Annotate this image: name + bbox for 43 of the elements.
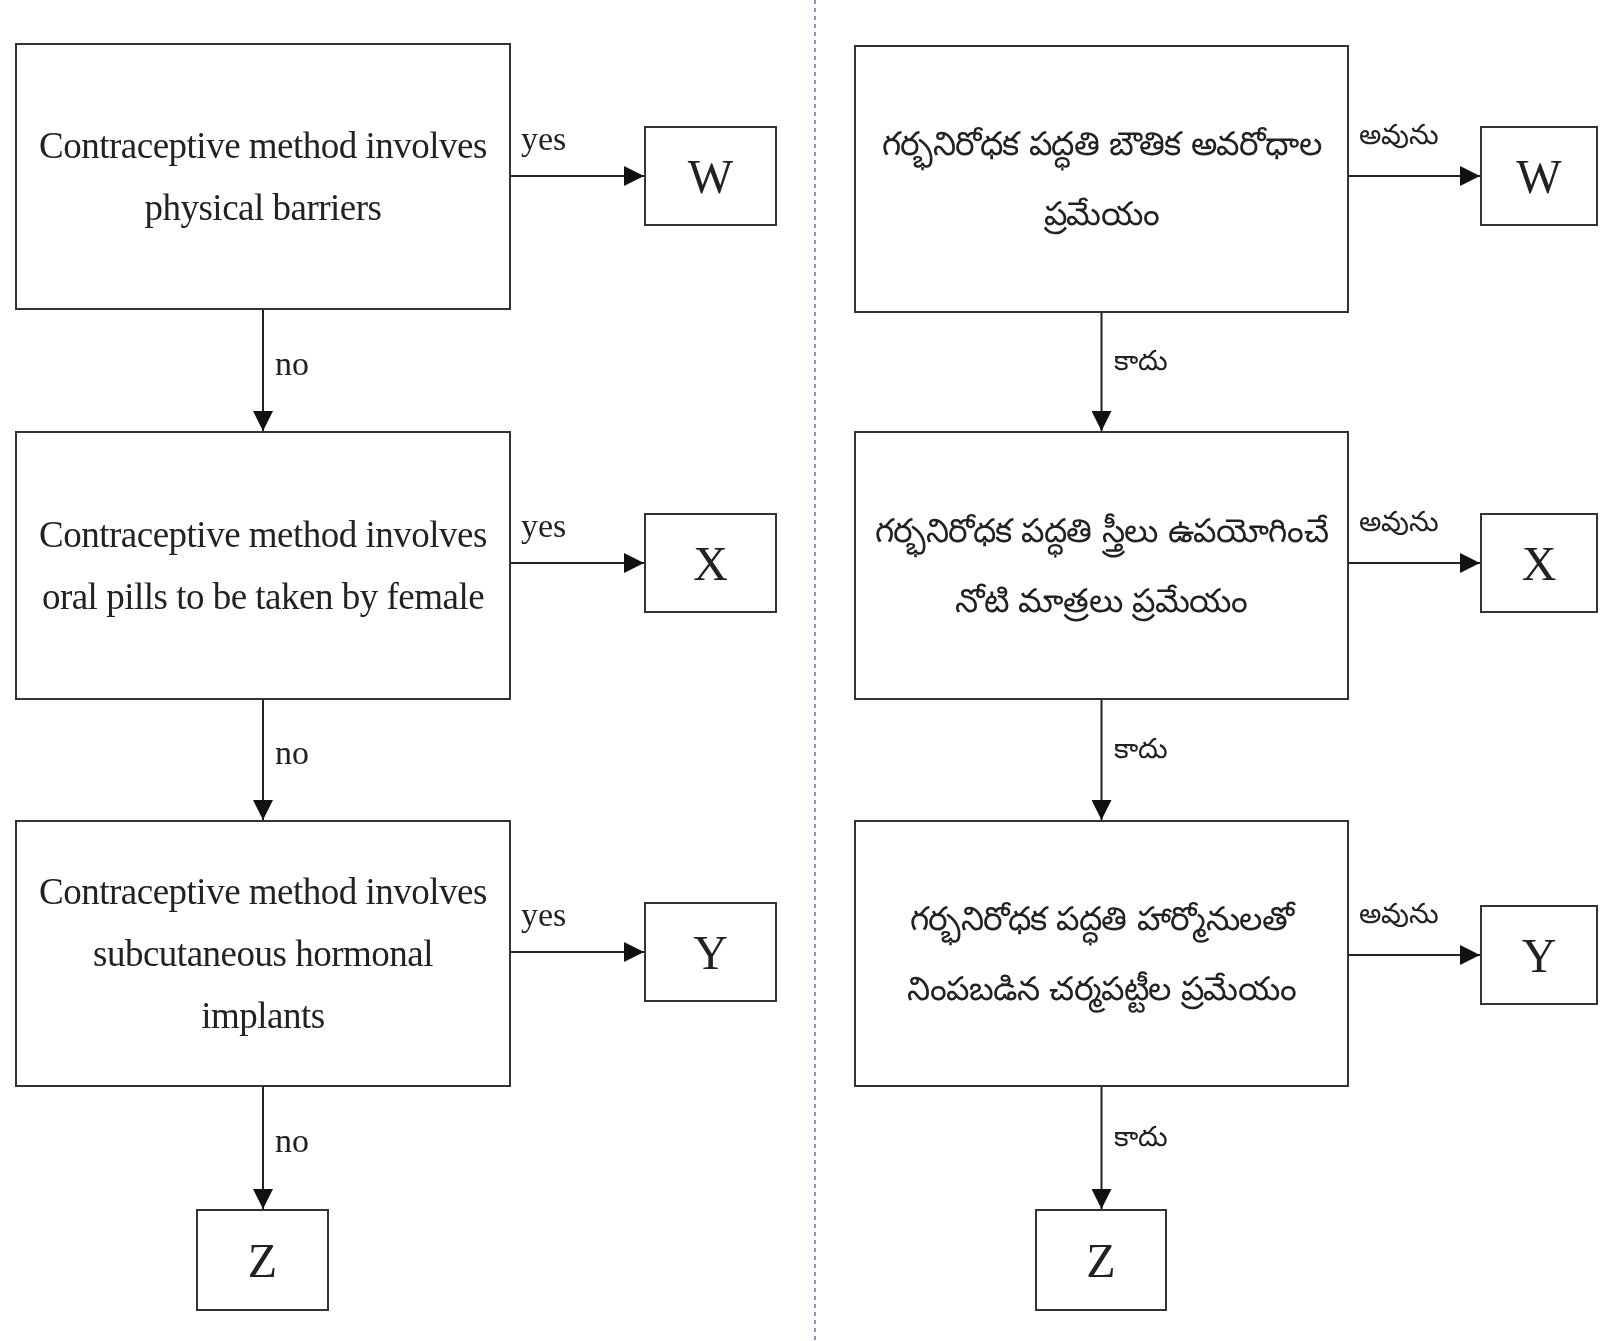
- arrow: [253, 1086, 273, 1210]
- outcome-letter: Y: [693, 924, 728, 980]
- arrow: [1348, 945, 1481, 965]
- outcome-letter: Y: [1521, 927, 1557, 983]
- arrow: [1091, 699, 1112, 821]
- edge-label: అవును: [1359, 120, 1439, 151]
- question-text: Contraceptive method involves subcutaneous hormonal implants: [38, 869, 488, 1038]
- outcome-box: [1035, 1209, 1167, 1311]
- arrow: [1091, 312, 1112, 432]
- outcome-letter: Z: [1086, 1232, 1116, 1288]
- arrow: [1348, 166, 1481, 186]
- outcome-box: [644, 902, 777, 1002]
- decision-box: [15, 43, 511, 310]
- question-text: గర్భనిరోధక పద్ధతి స్త్రీలు ఉపయోగించే నోటి మాత్రలు ప్రమేయం: [873, 509, 1330, 624]
- arrow: [253, 699, 273, 821]
- question-text: గర్భనిరోధక పద్ధతి హార్మోనులతో నింపబడిన చర్మపట్టీల ప్రమేయం: [856, 883, 1347, 1024]
- arrow: [253, 309, 273, 432]
- arrow: [1348, 553, 1481, 573]
- arrow: [510, 166, 645, 186]
- outcome-letter: W: [1516, 148, 1562, 204]
- decision-box: [15, 820, 511, 1087]
- outcome-box: [1480, 126, 1598, 226]
- edge-label: అవును: [1359, 899, 1439, 930]
- edge-label: అవును: [1359, 507, 1439, 538]
- decision-box: [15, 431, 511, 700]
- decision-box: [854, 431, 1349, 700]
- outcome-letter: Z: [247, 1232, 278, 1288]
- arrow: [510, 553, 645, 573]
- arrow: [510, 942, 645, 962]
- outcome-box: [644, 126, 777, 226]
- outcome-box: [644, 513, 777, 613]
- outcome-box: [1480, 905, 1598, 1005]
- arrow: [1091, 1086, 1112, 1210]
- outcome-box: [1480, 513, 1598, 613]
- outcome-box: [196, 1209, 329, 1311]
- outcome-letter: X: [1521, 535, 1557, 591]
- outcome-letter: W: [687, 148, 734, 204]
- decision-box: [854, 820, 1349, 1087]
- decision-box: [854, 45, 1349, 313]
- outcome-letter: X: [693, 535, 728, 591]
- question-text: గర్భనిరోధక పద్ధతి బౌతిక అవరోధాల ప్రమేయం: [880, 123, 1323, 237]
- question-text: Contraceptive method involves physical barriers: [38, 123, 488, 230]
- question-text: Contraceptive method involves oral pills to be taken by female: [38, 512, 488, 619]
